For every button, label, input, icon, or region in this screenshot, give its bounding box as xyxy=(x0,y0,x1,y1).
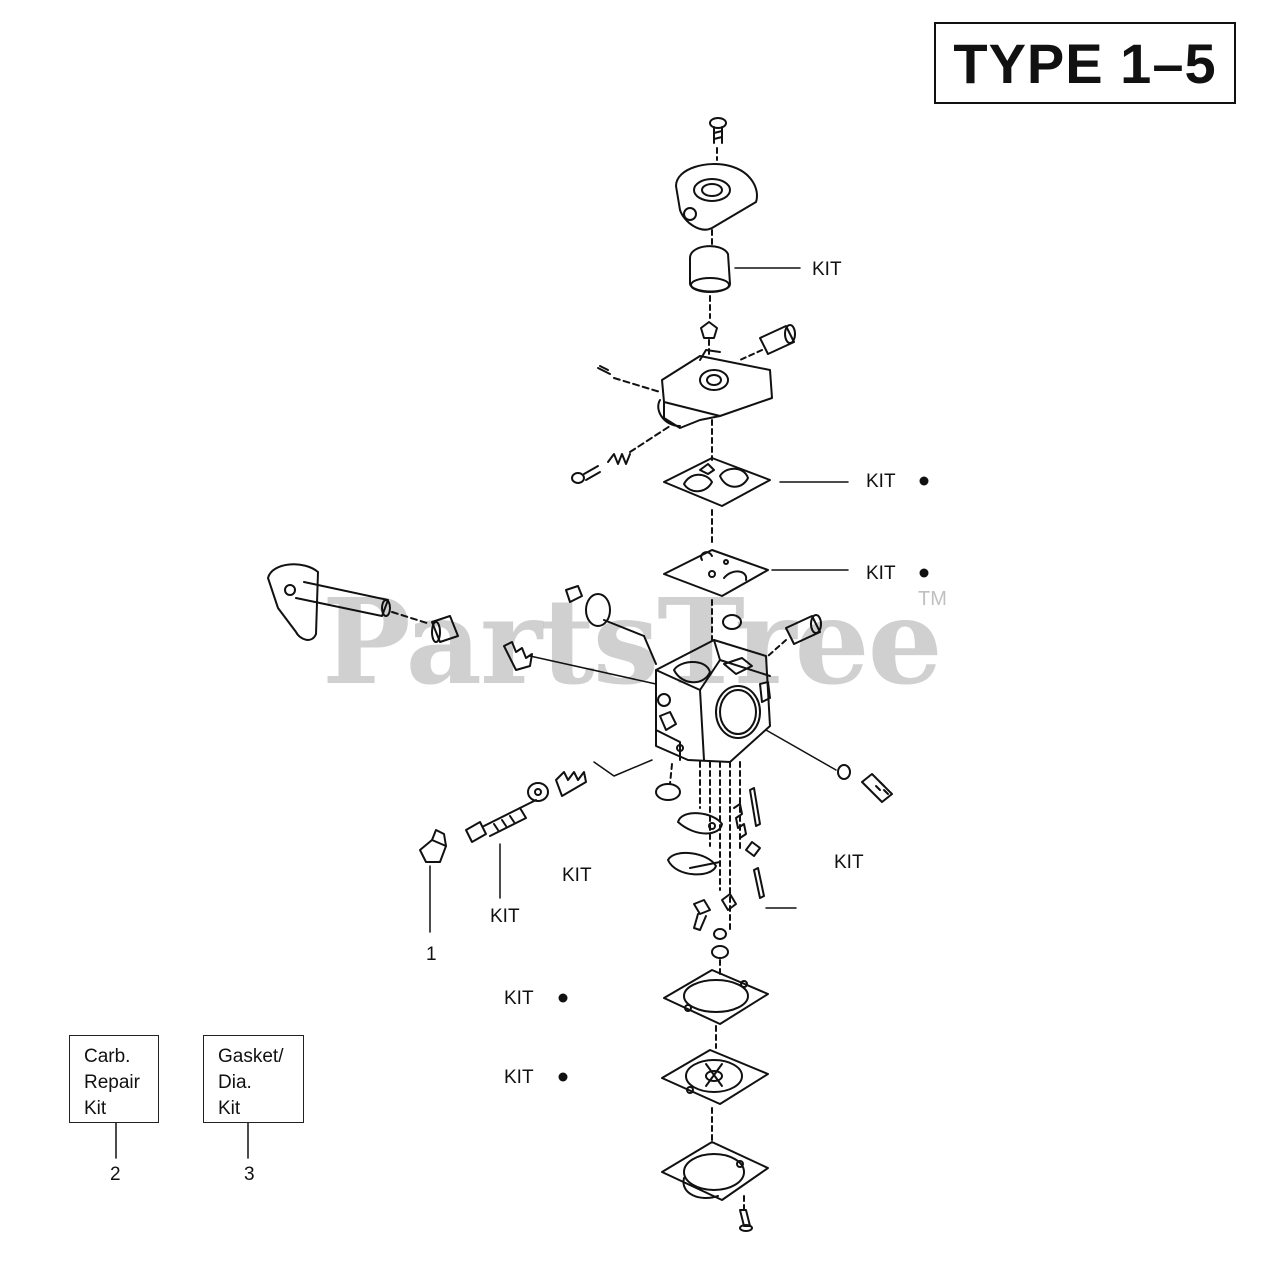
watermark: PartsTree xyxy=(322,572,943,711)
metering-spring xyxy=(733,803,747,839)
limiter-cap xyxy=(419,829,447,863)
metering-disc xyxy=(667,851,721,876)
idle-spring xyxy=(503,641,533,671)
check-disc xyxy=(655,783,681,801)
legend-gasket-line-2: Dia. xyxy=(218,1072,252,1093)
carburetor-body xyxy=(655,639,771,763)
small-screw-left xyxy=(597,365,611,375)
callout-kit-gasket-upper: KIT xyxy=(866,471,896,492)
fitting-tube-right xyxy=(785,614,822,645)
legend-gasket-ref: 3 xyxy=(244,1164,255,1185)
callout-kit-diaphragm-lower: KIT xyxy=(504,1067,534,1088)
lever-bushing xyxy=(431,615,459,643)
kit-marker-dot xyxy=(558,993,568,1003)
lower-diaphragm xyxy=(661,1049,769,1105)
legend-carb-line-2: Repair xyxy=(84,1072,140,1093)
kit-marker-dot xyxy=(919,476,929,486)
right-adjust-oring xyxy=(837,764,851,780)
needle-spring xyxy=(555,771,587,797)
welch-plug xyxy=(722,614,742,630)
kit-marker-dot xyxy=(558,1072,568,1082)
type-label-box: TYPE 1–5 xyxy=(934,22,1236,104)
lower-oring xyxy=(711,928,729,959)
type-label: TYPE 1–5 xyxy=(953,31,1217,95)
kit-marker-dot xyxy=(919,568,929,578)
legend-carb-line-1: Carb. xyxy=(84,1046,131,1067)
pump-cover xyxy=(657,349,773,429)
legend-carb-repair-kit: Carb. Repair Kit xyxy=(69,1035,159,1123)
callout-ref-1: 1 xyxy=(426,944,437,965)
callout-kit-diaphragm-upper: KIT xyxy=(866,563,896,584)
check-valve xyxy=(700,321,718,339)
needle-inlet xyxy=(745,787,765,899)
primer-cover xyxy=(675,163,758,231)
inlet-lever xyxy=(677,812,723,835)
needle-washer xyxy=(527,782,549,802)
throttle-plate xyxy=(585,593,657,665)
lower-gasket xyxy=(663,969,769,1025)
top-screw xyxy=(709,117,727,144)
pump-screw xyxy=(571,465,601,484)
diaphragm-cover xyxy=(661,1141,769,1201)
cover-screw xyxy=(739,1209,753,1232)
legend-gasket-dia-kit: Gasket/ Dia. Kit xyxy=(203,1035,304,1123)
callout-kit-primer: KIT xyxy=(812,259,842,280)
callout-kit-right: KIT xyxy=(834,852,864,873)
callout-kit-gasket-lower: KIT xyxy=(504,988,534,1009)
fitting-tube-upper xyxy=(759,324,796,355)
throttle-screw xyxy=(565,585,583,603)
right-adjust-screw xyxy=(861,773,893,803)
lower-screw xyxy=(693,899,711,931)
watermark-trademark: TM xyxy=(918,588,947,610)
pump-spring xyxy=(607,453,631,465)
callout-kit-center: KIT xyxy=(562,865,592,886)
upper-gasket xyxy=(663,457,771,507)
throttle-lever xyxy=(267,563,391,641)
lower-pin xyxy=(721,893,737,911)
legend-gasket-line-1: Gasket/ xyxy=(218,1046,284,1067)
high-needle xyxy=(465,799,537,843)
upper-diaphragm xyxy=(663,549,769,597)
legend-gasket-line-3: Kit xyxy=(218,1098,241,1119)
legend-carb-line-3: Kit xyxy=(84,1098,107,1119)
legend-carb-ref: 2 xyxy=(110,1164,121,1185)
callout-kit-needle: KIT xyxy=(490,906,520,927)
primer-bulb xyxy=(689,245,731,293)
